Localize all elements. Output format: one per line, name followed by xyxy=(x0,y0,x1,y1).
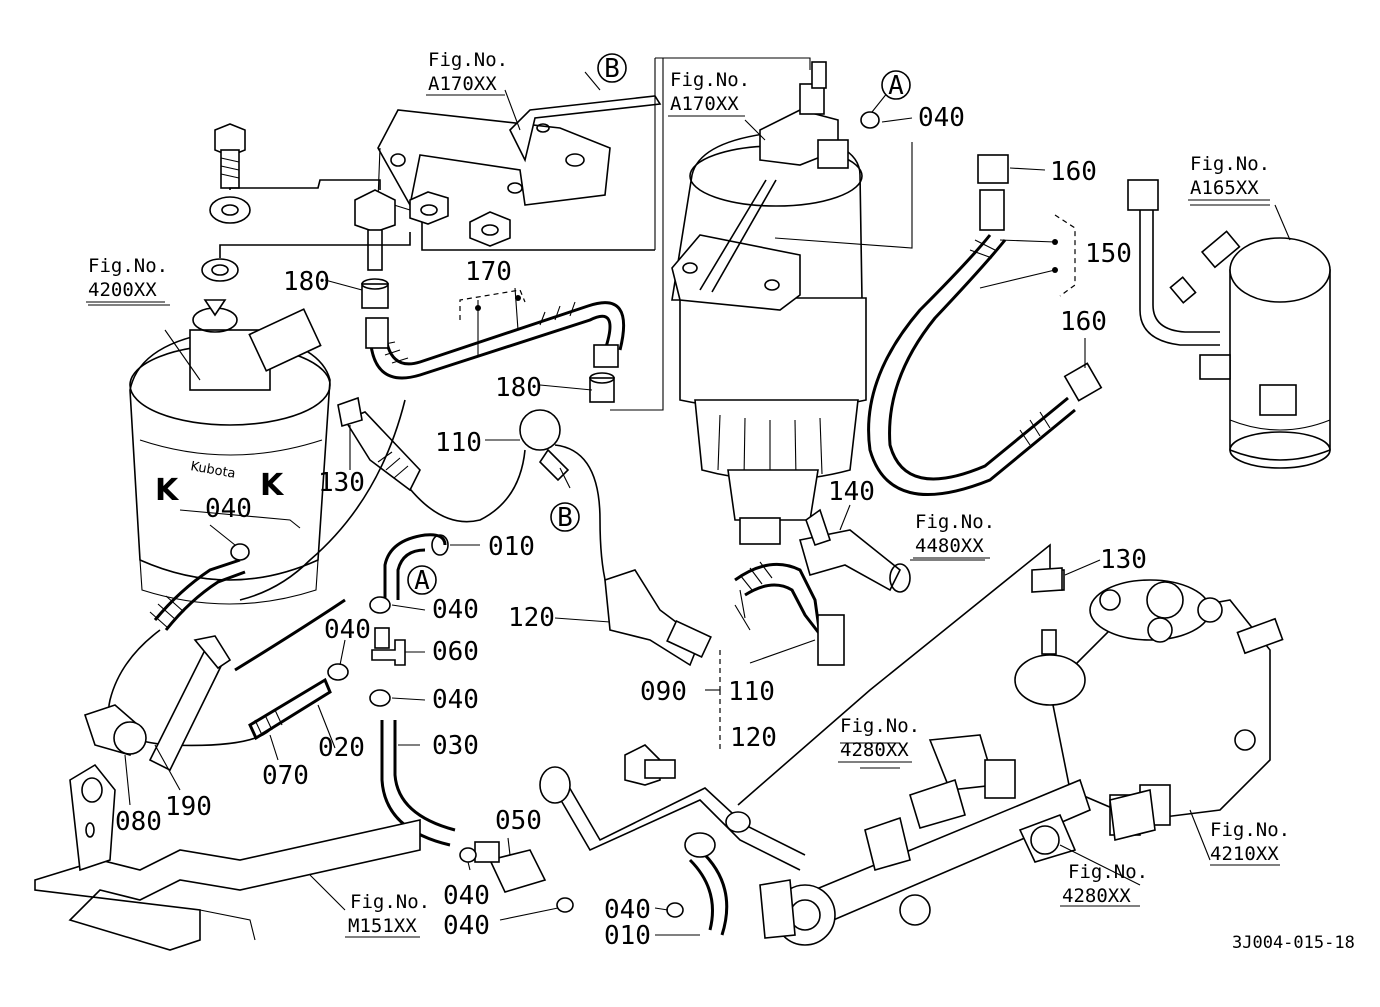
callout-040: 040 xyxy=(324,615,371,645)
fig-ref-7-label: Fig.No. xyxy=(1210,819,1290,841)
callout-040: 040 xyxy=(918,103,965,133)
marker-a-top xyxy=(881,70,911,100)
callout-170: 170 xyxy=(465,257,512,287)
callout-110: 110 xyxy=(728,677,775,707)
frame-member xyxy=(34,763,421,951)
fuel-rail xyxy=(759,734,1156,946)
callout-110: 110 xyxy=(435,428,482,458)
callout-040: 040 xyxy=(604,895,651,925)
hose-110-120 xyxy=(343,409,712,667)
marker-b-top xyxy=(597,53,627,83)
marker-b-lower-label: B xyxy=(557,503,573,533)
hose-170 xyxy=(361,278,626,403)
fuel-filter-assembly xyxy=(671,61,867,545)
callout-070: 070 xyxy=(262,761,309,791)
callout-120: 120 xyxy=(730,723,777,753)
fig-ref-2-label: Fig.No. xyxy=(670,69,750,91)
callout-050: 050 xyxy=(495,806,542,836)
marker-b-lower xyxy=(550,502,580,532)
fig-ref-6-label: Fig.No. xyxy=(840,715,920,737)
svg-text:K: K xyxy=(260,468,285,503)
callout-120: 120 xyxy=(508,603,555,633)
fig-ref-1-label: Fig.No. xyxy=(428,49,508,71)
hose-150 xyxy=(867,154,1103,496)
callout-130: 130 xyxy=(318,468,365,498)
fig-ref-2-code: A170XX xyxy=(670,93,739,115)
fig-ref-4-code: A165XX xyxy=(1190,177,1259,199)
callout-060: 060 xyxy=(432,637,479,667)
callout-180: 180 xyxy=(495,373,542,403)
drawing-code: 3J004-015-18 xyxy=(1232,933,1355,953)
hose-140-assembly xyxy=(734,508,911,666)
callout-180: 180 xyxy=(283,267,330,297)
marker-a-top-label: A xyxy=(888,71,904,101)
figure-references: Fig.No. A170XX Fig.No. A170XX Fig.No. 42… xyxy=(86,49,1290,937)
filter-bracket xyxy=(201,95,662,282)
part-callouts: 040 160 150 160 180 170 180 110 130 040 … xyxy=(115,103,1147,951)
fig-ref-8-code: 4280XX xyxy=(1062,885,1131,907)
callout-040: 040 xyxy=(432,595,479,625)
clamps xyxy=(230,111,1063,918)
marker-a-lower-label: A xyxy=(414,566,430,596)
fig-ref-6-code: 4280XX xyxy=(840,739,909,761)
fig-ref-1-code: A170XX xyxy=(428,73,497,95)
fig-ref-7-code: 4210XX xyxy=(1210,843,1279,865)
ref-markers: B A B A xyxy=(407,53,911,596)
fig-ref-5-code: 4480XX xyxy=(915,535,984,557)
callout-030: 030 xyxy=(432,731,479,761)
marker-b-top-label: B xyxy=(604,54,620,84)
callout-040: 040 xyxy=(205,494,252,524)
lower-hoses xyxy=(83,399,547,893)
return-pipe xyxy=(539,543,1051,936)
fig-ref-3-code: 4200XX xyxy=(88,279,157,301)
callout-130: 130 xyxy=(1100,545,1147,575)
callout-190: 190 xyxy=(165,792,212,822)
fig-ref-8-label: Fig.No. xyxy=(1068,861,1148,883)
callout-090: 090 xyxy=(640,677,687,707)
callout-160: 160 xyxy=(1060,307,1107,337)
fig-ref-3-label: Fig.No. xyxy=(88,255,168,277)
fig-ref-9-code: M151XX xyxy=(348,915,417,937)
callout-080: 080 xyxy=(115,807,162,837)
callout-040: 040 xyxy=(432,685,479,715)
callout-040: 040 xyxy=(443,911,490,941)
leader-lines xyxy=(88,57,1291,938)
intake-cylinder xyxy=(1127,179,1331,469)
secondary-filter-assembly: K K Kubota xyxy=(129,299,331,605)
fig-ref-4-label: Fig.No. xyxy=(1190,153,1270,175)
fig-ref-9-label: Fig.No. xyxy=(350,891,430,913)
callout-150: 150 xyxy=(1085,239,1132,269)
fig-ref-5-label: Fig.No. xyxy=(915,511,995,533)
callout-010: 010 xyxy=(488,532,535,562)
callout-140: 140 xyxy=(828,477,875,507)
callout-160: 160 xyxy=(1050,157,1097,187)
callout-010: 010 xyxy=(604,921,651,951)
marker-a-lower xyxy=(407,565,437,595)
svg-text:K: K xyxy=(155,473,180,508)
callout-040: 040 xyxy=(443,881,490,911)
callout-020: 020 xyxy=(318,733,365,763)
